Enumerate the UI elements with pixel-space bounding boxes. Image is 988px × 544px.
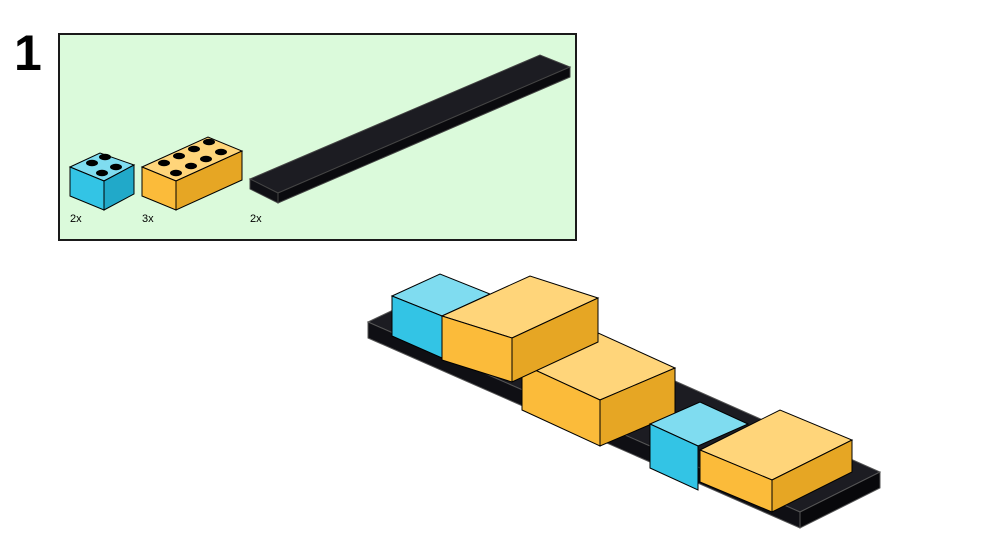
yellow-brick-back bbox=[440, 275, 600, 383]
step-number: 1 bbox=[14, 25, 42, 81]
blue-brick-quantity: 2x bbox=[70, 213, 82, 225]
parts-list-callout: 2x 3x 2x bbox=[58, 33, 577, 241]
blue-2x2-brick-part bbox=[68, 152, 136, 211]
yellow-brick-front bbox=[698, 409, 854, 513]
black-plate-quantity: 2x bbox=[250, 213, 262, 225]
blue-brick-back bbox=[390, 273, 492, 359]
black-plate-part bbox=[248, 54, 572, 204]
yellow-brick-quantity: 3x bbox=[142, 213, 154, 225]
yellow-2x4-brick-part bbox=[140, 136, 244, 211]
blue-brick-front bbox=[648, 401, 750, 491]
parts-list-illustration bbox=[68, 54, 572, 211]
